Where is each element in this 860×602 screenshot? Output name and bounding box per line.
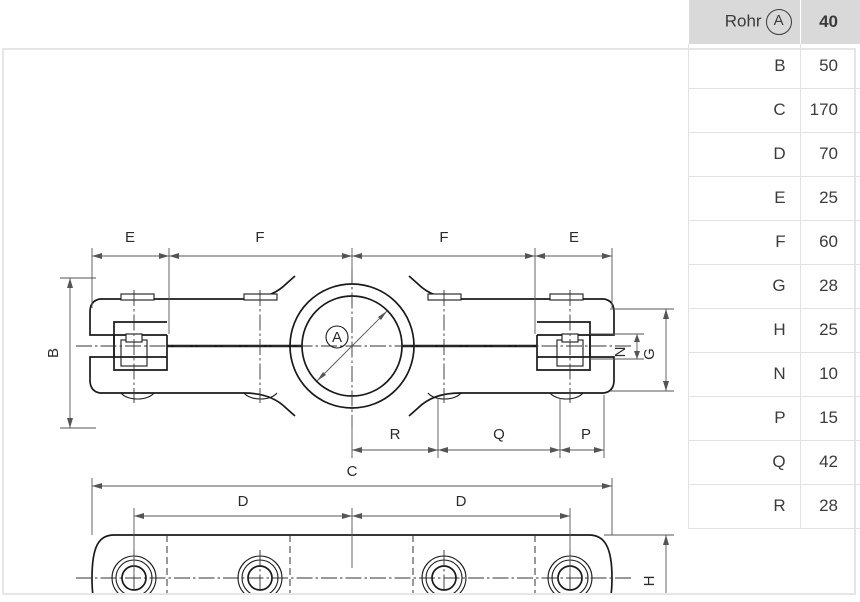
header-symbol-icon: A xyxy=(765,9,792,35)
top-dimension-chain: E F F E xyxy=(91,229,613,334)
dim-label-P: P xyxy=(581,426,591,443)
tab-right-top xyxy=(549,293,584,301)
header-label-text: Rohr xyxy=(724,11,762,31)
dimension-B: B xyxy=(45,277,96,429)
dim-label-H: H xyxy=(641,576,658,587)
tab-mid-left-top xyxy=(243,293,278,301)
dimension-label-cell: E xyxy=(688,176,801,221)
clamp-upper-inner-edge-right xyxy=(537,312,615,336)
clamp-lower-body xyxy=(89,379,296,417)
dimension-value-cell: 25 xyxy=(799,176,860,221)
tab-mid-right-top xyxy=(427,293,462,301)
bore-label-circle xyxy=(325,325,349,349)
dimension-label-cell: Q xyxy=(688,440,801,485)
dimension-label-cell: B xyxy=(688,44,801,89)
dimension-value-cell: 15 xyxy=(799,396,860,441)
notch-mid-left-bottom xyxy=(243,392,278,400)
dimension-label-cell: C xyxy=(688,88,801,133)
dim-label-E-right: E xyxy=(569,229,579,246)
bottom-dimension-chain: R Q P xyxy=(351,395,605,458)
dimension-value-cell: 50 xyxy=(799,44,860,89)
bar-outline xyxy=(91,534,613,593)
pipe-clamp-drawing: A xyxy=(45,229,674,593)
dimension-label-cell: R xyxy=(688,484,801,529)
dim-label-F-left: F xyxy=(255,229,264,246)
dimension-value-cell: 60 xyxy=(799,220,860,265)
dimension-label-cell: N xyxy=(688,352,801,397)
notch-mid-right-bottom xyxy=(427,392,462,400)
dimension-value-cell: 28 xyxy=(799,264,860,309)
dimension-G: G xyxy=(610,308,674,392)
bolt-boss-left-lower xyxy=(113,321,167,357)
bore-diameter-arrow xyxy=(316,310,388,382)
dimension-label-cell: G xyxy=(688,264,801,309)
dim-label-D-right: D xyxy=(456,493,467,510)
dimension-label-cell: P xyxy=(688,396,801,441)
dim-label-F-right: F xyxy=(439,229,448,246)
clamp-lower-body-right xyxy=(408,379,615,417)
bolt-hole-3 xyxy=(421,550,467,593)
clamp-lower-inner-edge-right xyxy=(537,356,615,380)
notch-right-bottom xyxy=(549,392,584,400)
dimension-D-chain: D D xyxy=(133,493,571,576)
dim-label-G: G xyxy=(641,348,658,360)
dimension-label-cell: D xyxy=(688,132,801,177)
dim-label-B: B xyxy=(45,348,62,358)
dimension-C: C xyxy=(91,463,613,535)
tab-left-top xyxy=(120,293,155,301)
bolt-boss-right-lower xyxy=(537,321,591,357)
dim-label-E-left: E xyxy=(125,229,135,246)
dimension-N: N xyxy=(590,333,644,360)
bolt-hole-2 xyxy=(237,550,283,593)
dimension-value-cell: 25 xyxy=(799,308,860,353)
front-view: A xyxy=(45,229,674,458)
bore-label-text: A xyxy=(332,329,342,346)
clamp-lower-inner-edge xyxy=(89,356,167,380)
dim-label-D-left: D xyxy=(238,493,249,510)
dim-label-C: C xyxy=(347,463,358,480)
dim-label-R: R xyxy=(390,426,401,443)
clamp-upper-inner-edge xyxy=(89,312,167,336)
dimension-H: H xyxy=(604,534,674,593)
dimension-value-cell: 170 xyxy=(799,88,860,133)
header-value-cell: 40 xyxy=(799,0,860,44)
dim-label-Q: Q xyxy=(493,426,505,443)
dimension-label-cell: H xyxy=(688,308,801,353)
dimension-value-cell: 42 xyxy=(799,440,860,485)
dimension-label-cell: F xyxy=(688,220,801,265)
dim-label-N: N xyxy=(612,347,629,358)
dimension-value-cell: 28 xyxy=(799,484,860,529)
dimension-value-cell: 10 xyxy=(799,352,860,397)
dimension-value-cell: 70 xyxy=(799,132,860,177)
plan-view: C D D xyxy=(76,463,674,593)
notch-left-bottom xyxy=(120,392,155,400)
